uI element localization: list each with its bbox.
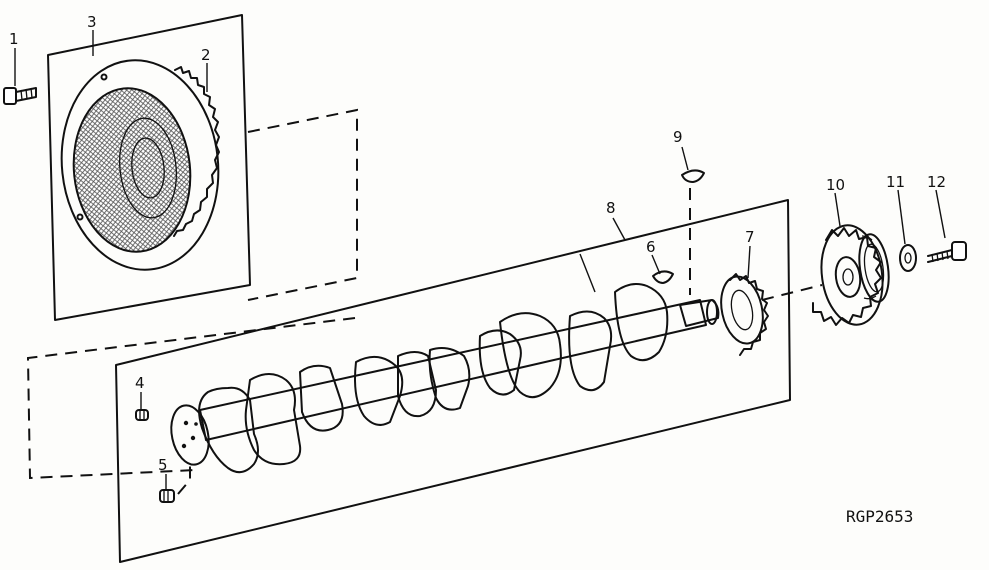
crankshaft-pulley — [812, 224, 890, 326]
callout-12: 12 — [927, 173, 946, 191]
pulley-cap-screw — [927, 241, 967, 263]
flywheel-ring-gear — [173, 66, 220, 237]
flange-bolt — [159, 462, 191, 503]
flywheel — [60, 59, 220, 271]
dowel-pin — [135, 409, 149, 421]
callout-8: 8 — [606, 199, 616, 217]
flywheel-bolt — [3, 87, 37, 105]
callout-9: 9 — [673, 128, 683, 146]
callout-11: 11 — [886, 173, 905, 191]
dashed-alignment-flywheel — [247, 108, 358, 301]
washer — [899, 244, 917, 272]
woodruff-key-small — [652, 270, 674, 284]
crankshaft-panel — [115, 199, 791, 563]
crankshaft-flange — [170, 404, 210, 466]
callout-3: 3 — [87, 13, 97, 31]
callout-6: 6 — [646, 238, 656, 256]
callout-4: 4 — [135, 374, 145, 392]
callout-10: 10 — [826, 176, 845, 194]
callout-7: 7 — [745, 228, 755, 246]
callout-1: 1 — [9, 30, 19, 48]
crankshaft-gear — [720, 273, 769, 356]
figure-id: RGP2653 — [846, 507, 913, 526]
flywheel-panel — [47, 14, 251, 321]
crankshaft — [170, 283, 720, 474]
dashed-alignment-crank — [26, 317, 356, 480]
callout-5: 5 — [158, 456, 168, 474]
callout-2: 2 — [201, 46, 211, 64]
woodruff-key-large — [681, 169, 705, 183]
